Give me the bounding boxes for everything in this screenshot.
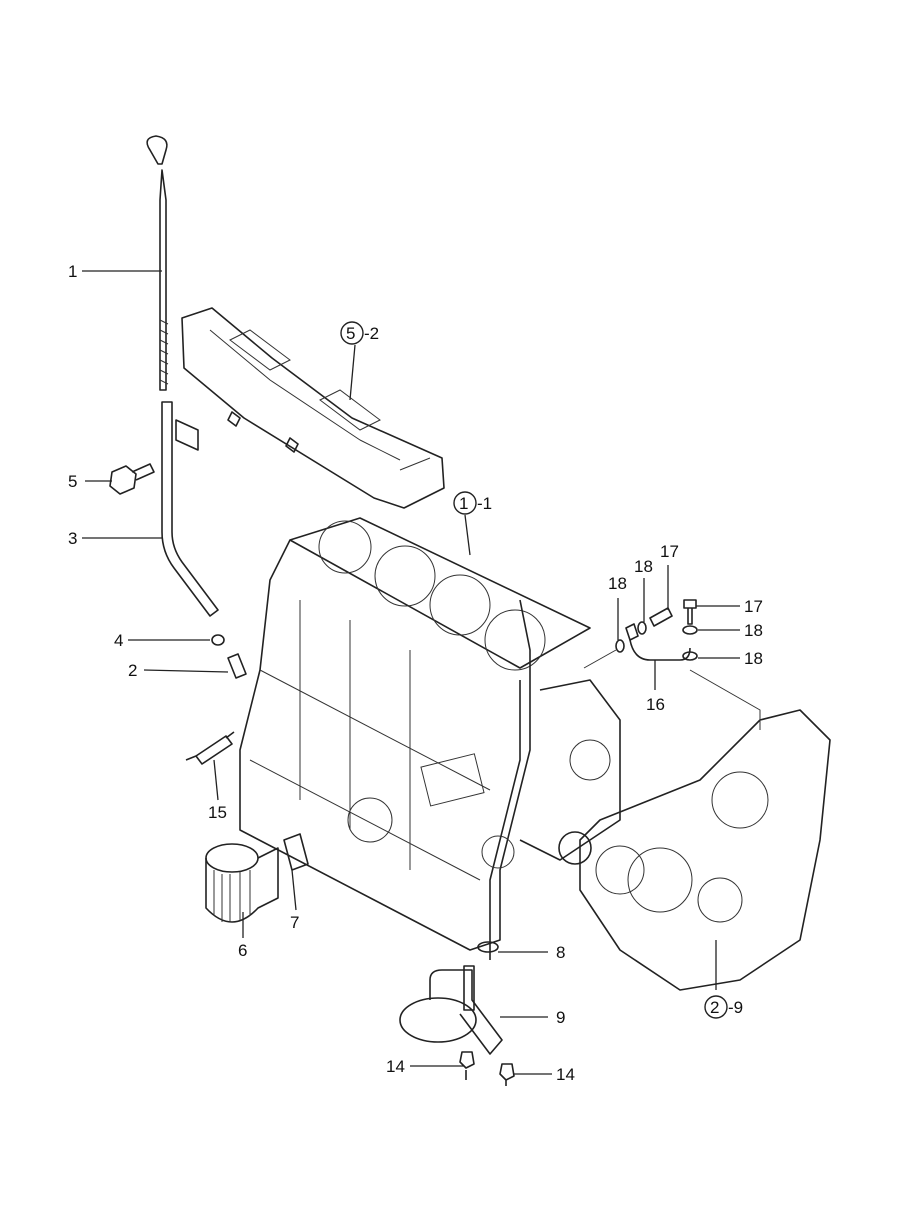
leader-lines [82, 270, 740, 1075]
o-ring-8 [477, 941, 499, 953]
callout-18a: 18 [608, 574, 627, 593]
oil-pipe [583, 599, 761, 730]
callout-3: 3 [68, 529, 77, 548]
callout-2: 2 [128, 661, 137, 680]
dipstick-part [146, 135, 169, 391]
callout-8: 8 [556, 943, 565, 962]
intake-manifold [181, 307, 445, 509]
o-ring-4 [211, 634, 225, 646]
stud-7 [283, 833, 309, 871]
oil-strainer [399, 965, 503, 1055]
callout-16: 16 [646, 695, 665, 714]
callout-6: 6 [238, 941, 247, 960]
callout-9: 9 [556, 1008, 565, 1027]
callout-5: 5 [68, 472, 77, 491]
callout-2-9-ref: 2 [710, 998, 719, 1017]
callout-5-2-ref: 5 [346, 324, 355, 343]
callout-18b: 18 [634, 557, 653, 576]
callout-18d: 18 [744, 649, 763, 668]
callout-2-9-suffix: -9 [728, 998, 743, 1017]
callout-7: 7 [290, 913, 299, 932]
cylinder-block [239, 517, 621, 960]
bolt-14b [499, 1063, 515, 1086]
dipstick-guide-tube [161, 401, 219, 617]
callout-1-1-suffix: -1 [477, 494, 492, 513]
callout-4: 4 [114, 631, 123, 650]
gear-case [558, 709, 831, 991]
callout-15: 15 [208, 803, 227, 822]
callout-17a: 17 [660, 542, 679, 561]
oil-pressure-switch [185, 731, 235, 765]
bolt-5 [109, 463, 155, 495]
callout-18c: 18 [744, 621, 763, 640]
oil-filter [205, 843, 279, 923]
callout-17b: 17 [744, 597, 763, 616]
plug-2 [227, 653, 247, 679]
callout-5-2-suffix: -2 [364, 324, 379, 343]
callout-14a: 14 [386, 1057, 405, 1076]
bolt-14a [459, 1051, 475, 1080]
callout-1: 1 [68, 262, 77, 281]
callout-1-1-ref: 1 [459, 494, 468, 513]
callout-14b: 14 [556, 1065, 575, 1084]
